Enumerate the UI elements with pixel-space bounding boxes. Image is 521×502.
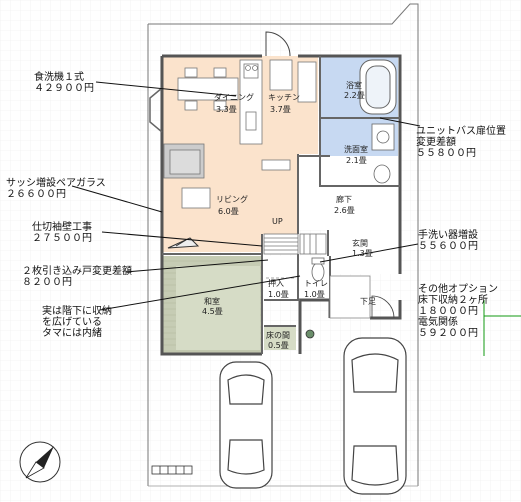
washroom-size: 2.1畳 (346, 156, 367, 165)
sash-note-line1: サッシ増設ペアガラス (6, 178, 106, 189)
entrance-label: 玄関 (352, 238, 368, 248)
other-options-note: その他オプション 床下収納２ヶ所 １８０００円 電気関係 ５９２００円 (418, 284, 498, 339)
other-options-note-line5: ５９２００円 (418, 328, 478, 339)
partition-note: 仕切袖壁工事 ２７５００円 (32, 222, 92, 244)
toilet-fixture (311, 257, 325, 282)
sash-note: サッシ増設ペアガラス ２６６００円 (6, 178, 106, 200)
kitchen-size: 3.7畳 (270, 105, 291, 114)
other-options-note-line3: １８０００円 (418, 306, 478, 317)
bath-size: 2.2畳 (344, 91, 365, 100)
car-left (219, 361, 273, 489)
partition-note-line1: 仕切袖壁工事 (32, 222, 92, 233)
unit-bath-note: ユニットバス扉位置 変更差額 ５５８００円 (416, 126, 506, 159)
dining-size: 3.3畳 (216, 105, 237, 114)
sliding-door-note-line1: ２枚引き込み戸変更差額 (22, 266, 132, 277)
walls (160, 54, 402, 356)
sliding-door-note-line2: ８２００円 (22, 277, 72, 288)
entrance-door-swing (371, 295, 395, 319)
washitsu-label: 和室 (204, 296, 220, 306)
sofa (163, 143, 205, 179)
tokonoma-floor (264, 326, 296, 350)
other-options-note-line2: 床下収納２ヶ所 (418, 295, 488, 306)
kitchen-label: キッチン (268, 93, 300, 102)
interior-walls (162, 56, 400, 354)
sash-note-line2: ２６６００円 (6, 189, 66, 200)
partition-note-line2: ２７５００円 (32, 233, 92, 244)
sliding-door-note: ２枚引き込み戸変更差額 ８２００円 (22, 266, 132, 288)
unit-bath-note-line2: 変更差額 (416, 137, 456, 148)
dining-label: ダイニング (214, 92, 254, 102)
dishwasher-note-line1: 食洗機１式 (34, 72, 84, 83)
shoe-area (329, 275, 371, 319)
kitchen-counter (239, 59, 317, 145)
entrance-floor (328, 230, 398, 274)
hand-wash-note-line1: 手洗い器増設 (418, 230, 478, 241)
other-options-note-line4: 電気関係 (418, 317, 458, 328)
washitsu-inner (176, 266, 260, 350)
closet-size: 1.0畳 (268, 290, 289, 299)
stair-storage-note-line2: を広げている (42, 317, 102, 328)
leader-lines (71, 81, 421, 311)
living-label: リビング (216, 194, 248, 204)
stair-storage-note: 実は階下に収納 を広げている タマには内緒 (42, 306, 112, 339)
hallway-label: 廊下 (336, 194, 352, 204)
toilet-label: トイレ (304, 279, 328, 288)
hand-wash-note: 手洗い器増設 ５５６００円 (418, 230, 478, 252)
tv-stand (261, 159, 291, 171)
hallway-size: 2.6畳 (334, 206, 355, 215)
washroom-label: 洗面室 (344, 144, 368, 154)
green-axis-marker (483, 300, 521, 356)
site-boundary (147, 3, 419, 486)
stair-storage-note-line3: タマには内緒 (42, 328, 102, 339)
other-options-note-line1: その他オプション (418, 284, 498, 295)
bay-window (149, 87, 163, 133)
staircase (263, 233, 327, 255)
entrance-size: 1.3畳 (352, 249, 373, 258)
car-right (343, 337, 407, 495)
living-table (181, 187, 211, 209)
shoe-label: 下足 (360, 297, 376, 306)
tokonoma-size: 0.5畳 (268, 341, 289, 350)
washitsu-size: 4.5畳 (202, 307, 223, 316)
front-door-swing (265, 31, 291, 57)
unit-bath-note-line3: ５５８００円 (416, 148, 476, 159)
dishwasher-note-line2: ４２９００円 (34, 83, 94, 94)
tokonoma-label: 床の間 (266, 330, 290, 340)
scale-bar (151, 465, 193, 475)
compass-icon (19, 441, 61, 483)
toilet-size: 1.0畳 (304, 290, 325, 299)
plant (167, 237, 200, 249)
bathtub (359, 59, 397, 115)
unit-bath-note-line1: ユニットバス扉位置 (416, 126, 506, 137)
pot-plant (305, 329, 315, 339)
hand-wash-note-line2: ５５６００円 (418, 241, 478, 252)
stair-storage-note-line1: 実は階下に収納 (42, 306, 112, 317)
up-label: UP (272, 217, 283, 226)
closet-label: 押入 (268, 278, 284, 288)
bath-label: 浴室 (346, 80, 362, 90)
dishwasher-note: 食洗機１式 ４２９００円 (34, 72, 94, 94)
living-size: 6.0畳 (218, 207, 239, 216)
washroom-fixtures (371, 123, 395, 184)
